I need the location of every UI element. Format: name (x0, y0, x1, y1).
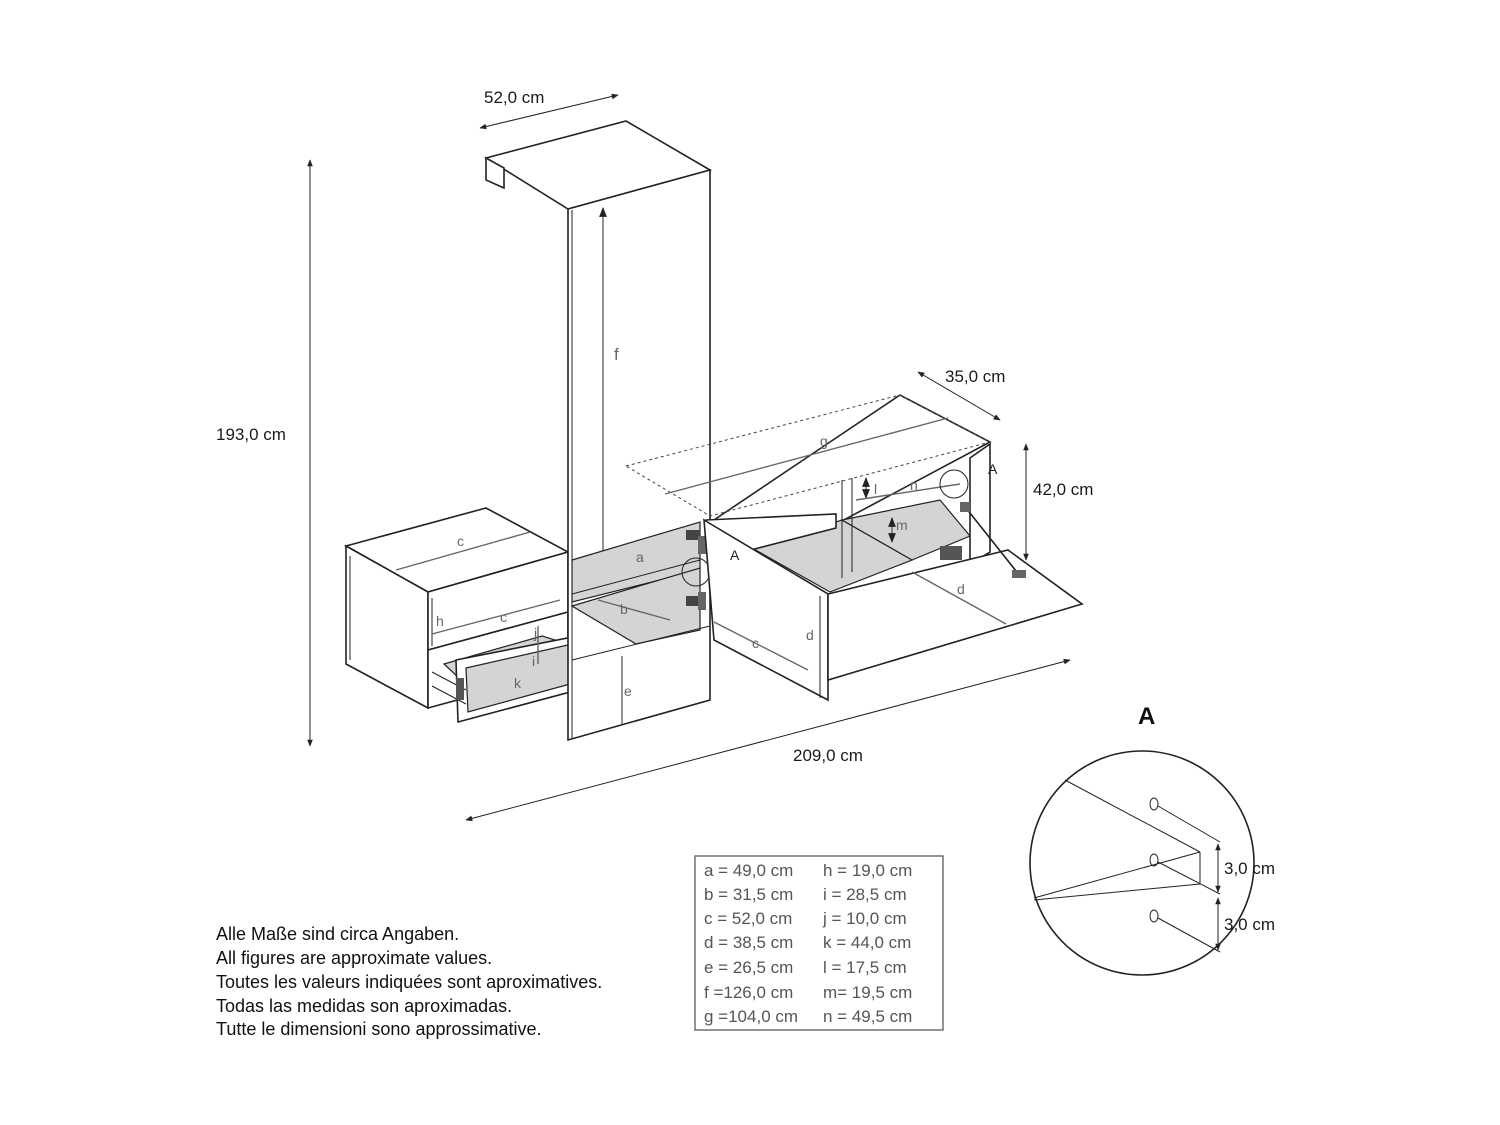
detail-title: A (1138, 703, 1155, 730)
dim-height-total: 193,0 cm (216, 425, 286, 444)
part-label: c (752, 635, 759, 651)
part-label: g (820, 433, 828, 449)
disclaimer-notes: Alle Maße sind circa Angaben. All figure… (216, 924, 602, 1039)
left-cabinet (343, 507, 601, 724)
measurement-left: f =126,0 cm (704, 983, 793, 1002)
dim-depth-tall: 52,0 cm (484, 88, 544, 107)
note-line: Todas las medidas son aproximadas. (216, 996, 512, 1016)
part-label: m (896, 517, 908, 533)
part-label: d (957, 581, 965, 597)
measurement-left: g =104,0 cm (704, 1007, 798, 1026)
dimension-arrows (307, 93, 1071, 822)
measurement-table-frame (694, 855, 944, 1031)
part-label: h (436, 613, 444, 629)
measurement-right: m= 19,5 cm (823, 983, 912, 1002)
part-label: i (532, 653, 535, 669)
measurement-right: k = 44,0 cm (823, 933, 911, 952)
note-line: Tutte le dimensioni sono approssimative. (216, 1019, 542, 1039)
part-label: c (500, 609, 507, 625)
measurement-left: e = 26,5 cm (704, 958, 793, 977)
measurement-right: n = 49,5 cm (823, 1007, 912, 1026)
dim-height-lowboard: 42,0 cm (1033, 480, 1093, 499)
lowboard (624, 394, 1084, 702)
measurement-left: a = 49,0 cm (704, 861, 793, 880)
measurement-right: i = 28,5 cm (823, 885, 907, 904)
dim-detail-spacing-2: 3,0 cm (1224, 915, 1275, 934)
part-label: j (533, 625, 537, 641)
measurement-left: b = 31,5 cm (704, 885, 793, 904)
dim-detail-spacing-1: 3,0 cm (1224, 859, 1275, 878)
measurement-table: a = 49,0 cm h = 19,0 cm b = 31,5 cm i = … (704, 861, 912, 1026)
part-labels: a b c c c d d e f g h i j k l m n (436, 345, 965, 699)
part-label: c (457, 533, 464, 549)
tall-cabinet (484, 120, 713, 742)
part-label: e (624, 683, 632, 699)
measurement-left: d = 38,5 cm (704, 933, 793, 952)
part-label: n (910, 477, 918, 493)
measurement-right: h = 19,0 cm (823, 861, 912, 880)
part-label: l (874, 481, 877, 497)
detail-a (1029, 750, 1255, 976)
dim-depth-lowboard: 35,0 cm (945, 367, 1005, 386)
part-label: b (620, 601, 628, 617)
part-label: k (514, 675, 522, 691)
detail-marker: A (730, 547, 740, 563)
measurement-right: j = 10,0 cm (822, 909, 907, 928)
note-line: Alle Maße sind circa Angaben. (216, 924, 459, 944)
measurement-left: c = 52,0 cm (704, 909, 792, 928)
part-label: a (636, 549, 644, 565)
note-line: All figures are approximate values. (216, 948, 492, 968)
part-label: d (806, 627, 814, 643)
part-label: f (614, 345, 619, 364)
detail-marker: A (988, 461, 998, 477)
note-line: Toutes les valeurs indiquées sont aproxi… (216, 972, 602, 992)
measurement-right: l = 17,5 cm (823, 958, 907, 977)
dim-width-total: 209,0 cm (793, 746, 863, 765)
